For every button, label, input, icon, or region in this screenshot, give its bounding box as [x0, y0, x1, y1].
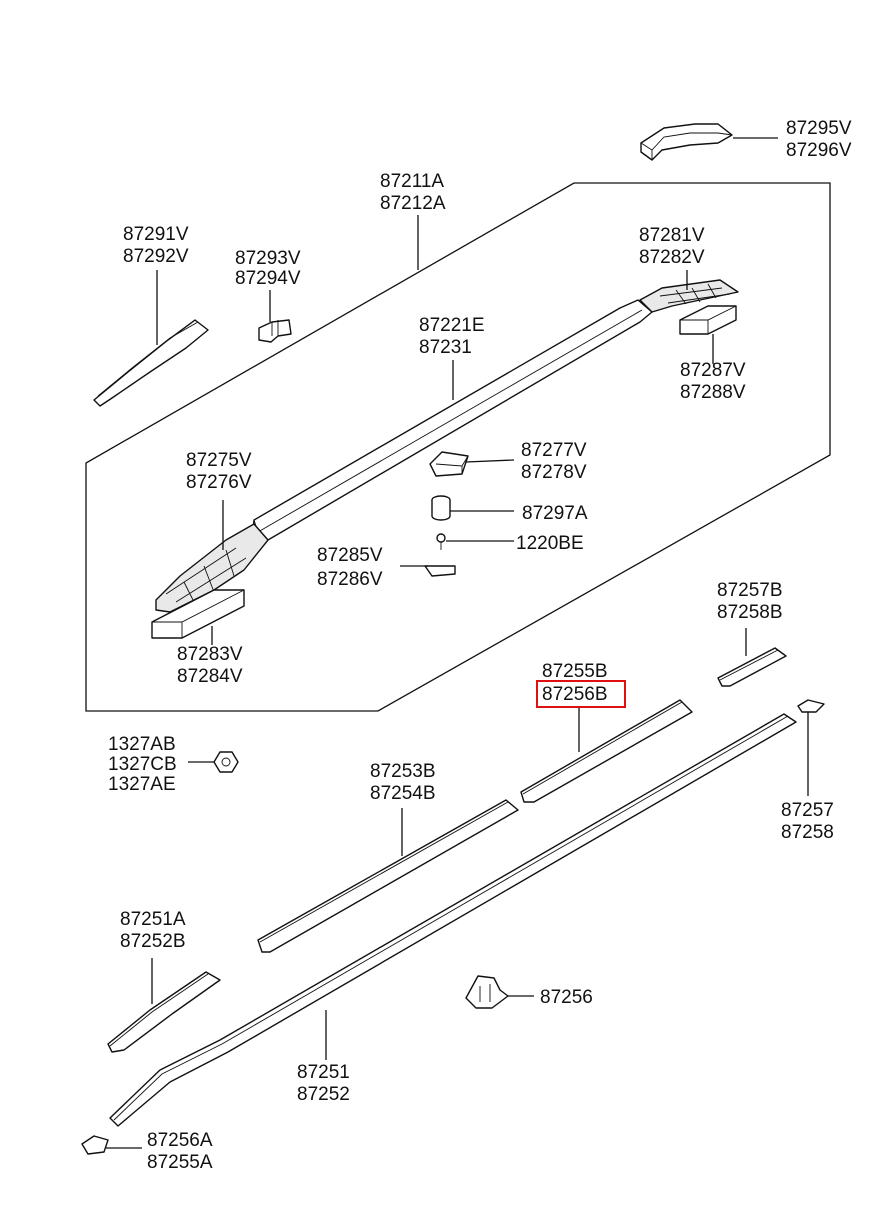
- front-clip-part: [81, 1135, 109, 1155]
- rear-trim-part: [717, 647, 787, 687]
- label-87256a: 87256A: [147, 1130, 213, 1151]
- nut-part: [213, 751, 239, 773]
- front-cap-part: [107, 971, 221, 1053]
- label-87275v: 87275V: [186, 450, 252, 471]
- retainer-clip-part: [465, 975, 509, 1009]
- front-pad-part: [151, 589, 245, 639]
- label-87255b: 87255B: [542, 661, 608, 682]
- label-87255a: 87255A: [147, 1152, 213, 1173]
- label-87291v: 87291V: [123, 224, 189, 245]
- label-87277v: 87277V: [521, 440, 587, 461]
- end-clip-part: [797, 699, 825, 713]
- front-trim-part: [257, 799, 519, 953]
- label-87258b: 87258B: [717, 602, 783, 623]
- roof-end-cover-part: [640, 123, 733, 161]
- label-87297a: 87297A: [522, 503, 588, 524]
- side-molding-part: [109, 713, 797, 1127]
- small-pad-part: [424, 565, 456, 577]
- small-clip-part: [258, 319, 292, 343]
- label-1220be: 1220BE: [516, 533, 584, 554]
- label-87256b: 87256B: [542, 684, 608, 705]
- rear-pad-part: [679, 305, 737, 335]
- bracket-block-part: [429, 451, 469, 477]
- label-87283v: 87283V: [177, 644, 243, 665]
- front-rail-end-part: [155, 523, 269, 613]
- label-87295v: 87295V: [786, 118, 852, 139]
- label-87212a: 87212A: [380, 193, 446, 214]
- label-87282v: 87282V: [639, 247, 705, 268]
- label-87257: 87257: [781, 800, 834, 821]
- label-87257b: 87257B: [717, 580, 783, 601]
- label-87287v: 87287V: [680, 360, 746, 381]
- assembly-frame: [85, 182, 831, 712]
- label-87258: 87258: [781, 822, 834, 843]
- label-87252: 87252: [297, 1084, 350, 1105]
- label-87256: 87256: [540, 987, 593, 1008]
- label-87296v: 87296V: [786, 140, 852, 161]
- front-end-cap-part: [93, 319, 209, 407]
- label-87292v: 87292V: [123, 246, 189, 267]
- label-87251: 87251: [297, 1062, 350, 1083]
- label-87293v: 87293V: [235, 248, 301, 269]
- label-1327ab: 1327AB: [108, 734, 176, 755]
- label-87251a: 87251A: [120, 909, 186, 930]
- label-87231: 87231: [419, 337, 472, 358]
- label-87254b: 87254B: [370, 783, 436, 804]
- label-87288v: 87288V: [680, 382, 746, 403]
- label-87253b: 87253B: [370, 761, 436, 782]
- label-87252b: 87252B: [120, 931, 186, 952]
- label-87294v: 87294V: [235, 268, 301, 289]
- label-87211a: 87211A: [380, 171, 444, 192]
- label-87276v: 87276V: [186, 472, 252, 493]
- bolt-part: [436, 533, 446, 550]
- label-87285v: 87285V: [317, 545, 383, 566]
- spacer-part: [431, 495, 451, 521]
- label-87284v: 87284V: [177, 666, 243, 687]
- label-87221e: 87221E: [419, 315, 485, 336]
- label-1327ae: 1327AE: [108, 774, 176, 795]
- label-87278v: 87278V: [521, 462, 587, 483]
- middle-trim-part: [520, 699, 693, 803]
- rear-rail-end-part: [639, 279, 739, 313]
- label-87281v: 87281V: [639, 225, 705, 246]
- label-87286v: 87286V: [317, 569, 383, 590]
- highlight-box: [536, 680, 626, 708]
- label-1327cb: 1327CB: [108, 754, 177, 775]
